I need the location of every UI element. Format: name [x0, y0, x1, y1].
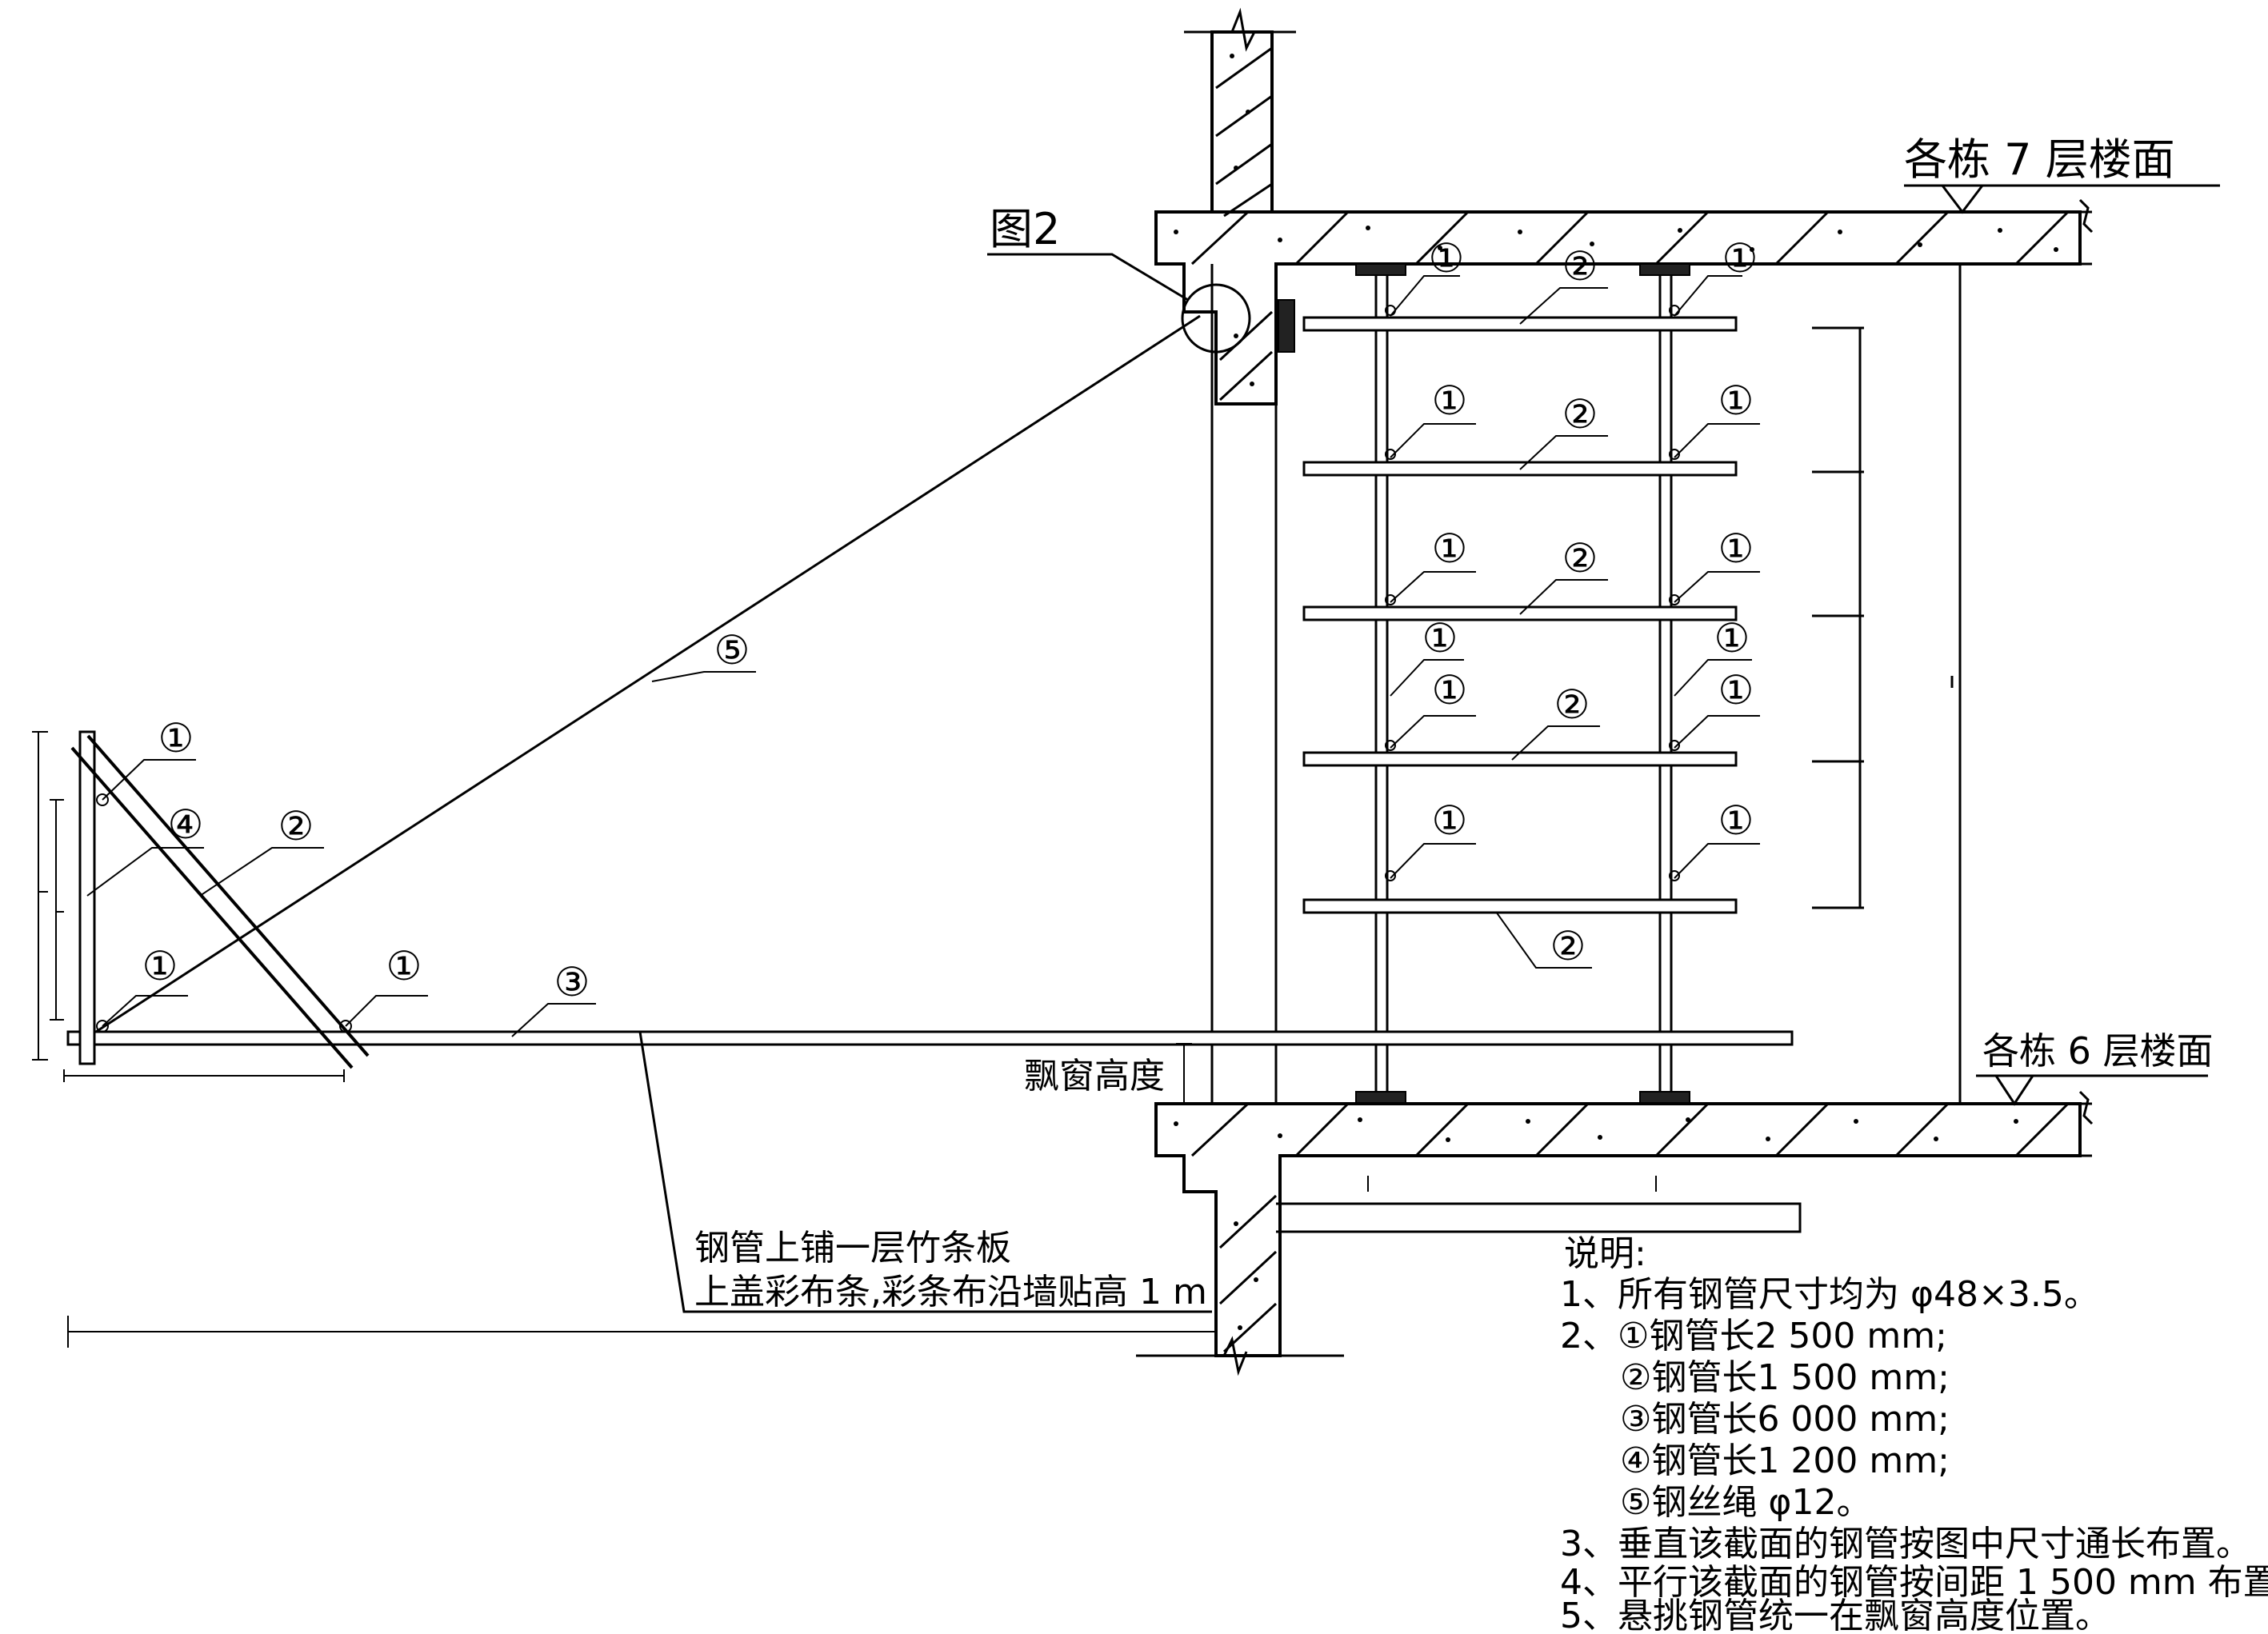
- pipe-1-markers: ① ① ① ① ① ① ① ① ① ① ① ① ① ① ①: [96, 235, 1760, 1033]
- marker-1: ①: [1432, 667, 1468, 713]
- marker-2: ②: [1562, 243, 1598, 290]
- fig2-detail-circle: [987, 253, 1251, 354]
- note-item: ③钢管长6 000 mm;: [1620, 1399, 1950, 1440]
- marker-1: ①: [386, 943, 422, 989]
- note-item: 2、①钢管长2 500 mm;: [1560, 1316, 1947, 1356]
- level-marker-7: [1904, 184, 2220, 214]
- note-item: 3、垂直该截面的钢管按图中尺寸通长布置。: [1560, 1524, 2251, 1564]
- level-marker-6: [1976, 1074, 2208, 1106]
- marker-2: ②: [1550, 923, 1586, 969]
- marker-1: ①: [158, 715, 194, 761]
- note-line-2: 上盖彩布条,彩条布沿墙贴高 1 m: [694, 1272, 1207, 1312]
- marker-1: ①: [1432, 797, 1468, 844]
- marker-1: ①: [1718, 378, 1754, 424]
- bay-window-height-label: 飘窗高度: [1024, 1056, 1165, 1097]
- marker-1: ①: [1718, 525, 1754, 572]
- marker-1: ①: [1722, 235, 1758, 282]
- marker-1: ①: [1718, 667, 1754, 713]
- note-item: 1、所有钢管尺寸均为 φ48×3.5。: [1560, 1274, 2099, 1315]
- marker-1: ①: [1432, 525, 1468, 572]
- marker-5: ⑤: [714, 627, 750, 673]
- marker-1: ①: [1714, 615, 1750, 661]
- marker-2: ②: [1562, 391, 1598, 437]
- pipe-5-marker: ⑤: [651, 627, 756, 682]
- marker-1: ①: [142, 943, 178, 989]
- diagonal-pipe-2: [70, 734, 370, 1069]
- floor6-level-label: 各栋 6 层楼面: [1982, 1029, 2214, 1073]
- floor7-level-label: 各栋 7 层楼面: [1904, 134, 2175, 185]
- marker-2: ②: [278, 803, 314, 849]
- marker-1: ①: [1422, 615, 1458, 661]
- note-item: ②钢管长1 500 mm;: [1620, 1357, 1950, 1398]
- concrete-aggregate: [1174, 54, 2058, 1330]
- marker-3: ③: [554, 959, 590, 1005]
- pipe-3-marker: ③: [511, 959, 596, 1037]
- note-item: ⑤钢丝绳 φ12。: [1620, 1482, 1871, 1523]
- dimension-lines-left: [32, 731, 1217, 1348]
- note-item: 4、平行该截面的钢管按间距 1 500 mm 布置。: [1560, 1562, 2268, 1603]
- pipe-4-marker: ④: [86, 801, 204, 897]
- marker-1: ①: [1718, 797, 1754, 844]
- notes-title: 说明:: [1564, 1233, 1646, 1274]
- note-line-1: 钢管上铺一层竹条板: [694, 1228, 1011, 1268]
- note-item: 5、悬挑钢管统一在飘窗高度位置。: [1560, 1596, 2110, 1634]
- note-item: ④钢管长1 200 mm;: [1620, 1440, 1950, 1481]
- slab-7th-floor: [1154, 198, 2094, 406]
- marker-2: ②: [1554, 681, 1590, 728]
- notes-block: 说明: 1、所有钢管尺寸均为 φ48×3.5。 2、①钢管长2 500 mm; …: [1560, 1233, 2268, 1634]
- upper-wall: [1184, 7, 1296, 218]
- marker-4: ④: [168, 801, 204, 848]
- marker-1: ①: [1429, 235, 1465, 282]
- pipe-2-markers: ② ② ② ② ② ②: [199, 243, 1608, 969]
- marker-1: ①: [1432, 378, 1468, 424]
- cantilever-pipe-3: [66, 1030, 1794, 1046]
- vertical-pipe-4: [78, 730, 96, 1065]
- wire-rope-5: [95, 314, 1201, 1033]
- wall-lines: [1210, 264, 1962, 1233]
- fig2-label: 图2: [990, 204, 1060, 254]
- concrete-hatching: [1190, 46, 2070, 1353]
- bay-window-dimension: [1176, 1043, 1192, 1105]
- marker-2: ②: [1562, 535, 1598, 581]
- dimension-line-right: [1812, 326, 1954, 909]
- vertical-pipes: [1278, 262, 1690, 1104]
- note-leader: [638, 1031, 1212, 1313]
